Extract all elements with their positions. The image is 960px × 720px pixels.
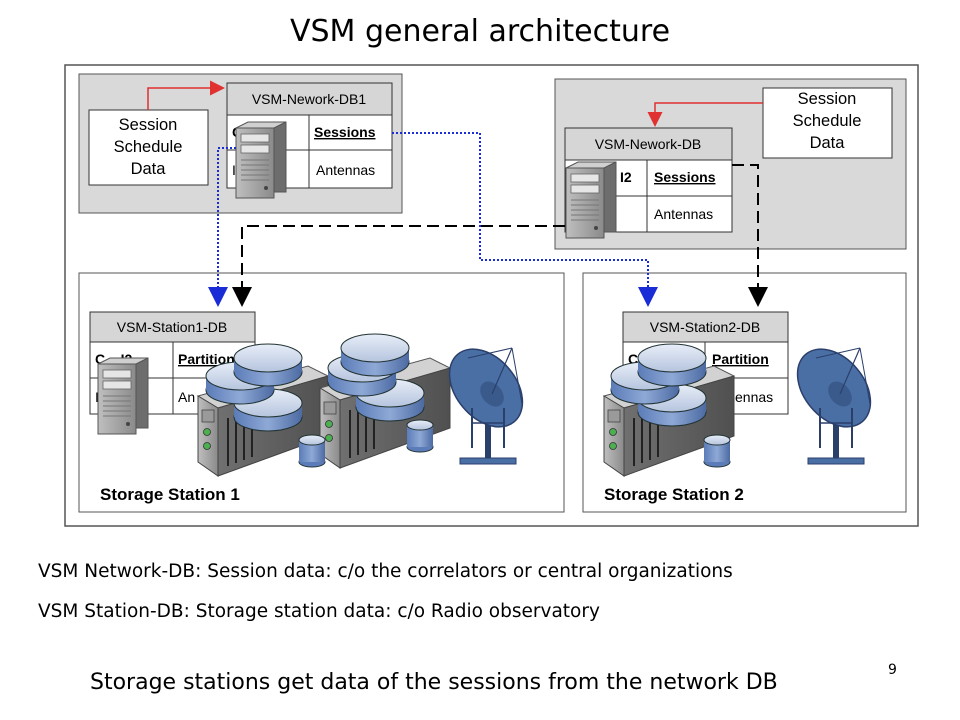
disk-stack-icon xyxy=(637,343,707,387)
blue-dotted-arrow-1 xyxy=(208,147,236,307)
small-disk-icon xyxy=(298,434,326,468)
station-server-1-icon xyxy=(97,357,149,435)
session-schedule-data-box-2: Session Schedule Data xyxy=(762,87,893,159)
svg-text:An: An xyxy=(178,389,195,405)
svg-text:Partition: Partition xyxy=(712,351,769,367)
svg-text:I: I xyxy=(232,162,236,178)
small-disk-icon xyxy=(703,434,731,468)
svg-text:Session: Session xyxy=(798,90,857,108)
page-number: 9 xyxy=(888,662,897,678)
disk-stack-icon xyxy=(233,343,303,387)
svg-text:Sessions: Sessions xyxy=(314,124,376,140)
black-dashed-arrow-2 xyxy=(732,164,768,307)
svg-text:Antennas: Antennas xyxy=(654,206,713,222)
page-title: VSM general architecture xyxy=(289,14,671,49)
session-schedule-data-box-1: Session Schedule Data xyxy=(88,109,209,186)
note-station-db: VSM Station-DB: Storage station data: c/… xyxy=(38,601,600,622)
svg-text:VSM-Nework-DB: VSM-Nework-DB xyxy=(595,136,702,152)
architecture-diagram: Session Schedule Data Session Schedule D… xyxy=(64,64,919,527)
svg-text:Schedule: Schedule xyxy=(793,112,862,130)
svg-text:ennas: ennas xyxy=(735,389,773,405)
small-disk-icon xyxy=(406,419,434,453)
svg-text:I: I xyxy=(95,389,99,405)
svg-text:VSM-Nework-DB1: VSM-Nework-DB1 xyxy=(252,91,367,107)
svg-text:Session: Session xyxy=(119,116,178,134)
storage-station-2-label: Storage Station 2 xyxy=(604,485,744,504)
red-arrow-1 xyxy=(147,80,225,110)
blue-dotted-arrow-2 xyxy=(392,132,658,307)
svg-text:VSM-Station2-DB: VSM-Station2-DB xyxy=(650,319,760,335)
network-server-2-icon xyxy=(565,161,617,239)
svg-text:I2: I2 xyxy=(620,169,632,185)
network-server-1-icon xyxy=(235,121,287,199)
note-network-db: VSM Network-DB: Session data: c/o the co… xyxy=(38,561,733,582)
red-arrow-2 xyxy=(647,102,763,127)
svg-text:Sessions: Sessions xyxy=(654,169,716,185)
svg-text:Antennas: Antennas xyxy=(316,162,375,178)
svg-text:Data: Data xyxy=(810,134,846,152)
disk-stack-icon xyxy=(340,333,410,377)
storage-station-1-label: Storage Station 1 xyxy=(100,485,240,504)
svg-text:Schedule: Schedule xyxy=(114,138,183,156)
svg-text:C: C xyxy=(628,351,638,367)
svg-text:VSM-Station1-DB: VSM-Station1-DB xyxy=(117,319,227,335)
svg-text:Partition: Partition xyxy=(178,351,235,367)
svg-text:Data: Data xyxy=(131,160,167,178)
summary-text: Storage stations get data of the session… xyxy=(90,670,778,695)
